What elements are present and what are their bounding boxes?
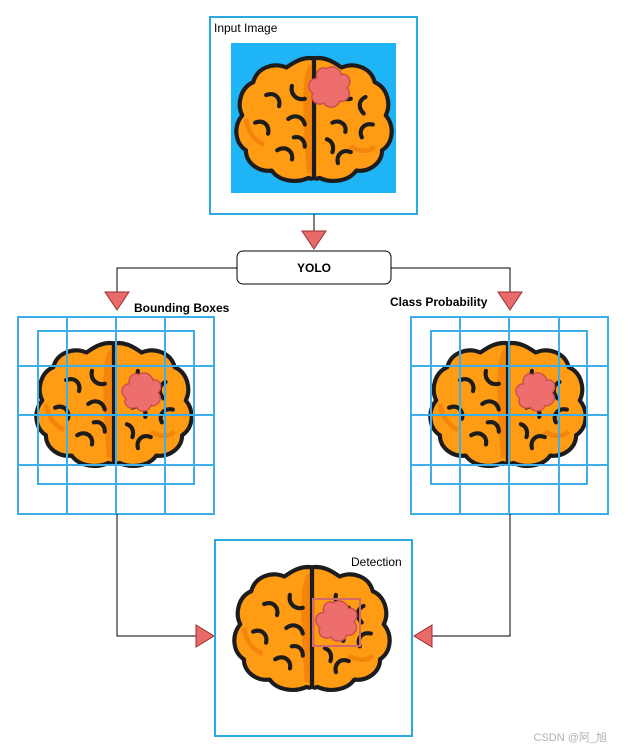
grid-overlay (17, 316, 215, 515)
connector-yolo-to-class-probability (391, 267, 511, 292)
yolo-label: YOLO (297, 261, 331, 275)
triangle-arrow-icon (195, 624, 215, 648)
bounding-boxes-label: Bounding Boxes (134, 301, 230, 315)
detection-label: Detection (351, 555, 402, 569)
connector-bounding-boxes-to-detection (116, 514, 196, 637)
triangle-arrow-icon (104, 291, 130, 311)
input-image-label: Input Image (214, 21, 278, 35)
class-probability-label: Class Probability (390, 295, 488, 309)
triangle-arrow-icon (497, 291, 523, 311)
connector-yolo-to-bounding-boxes (116, 267, 237, 292)
grid-overlay (410, 316, 609, 515)
triangle-arrow-icon (301, 230, 327, 250)
detection-box (312, 598, 361, 647)
bounding-boxes-panel (17, 316, 215, 515)
watermark: CSDN @阿_旭 (533, 732, 607, 744)
brain-icon (36, 343, 191, 466)
triangle-arrow-icon (413, 624, 433, 648)
class-probability-panel (410, 316, 609, 515)
brain-icon (236, 58, 391, 181)
connector-class-probability-to-detection (432, 514, 511, 637)
